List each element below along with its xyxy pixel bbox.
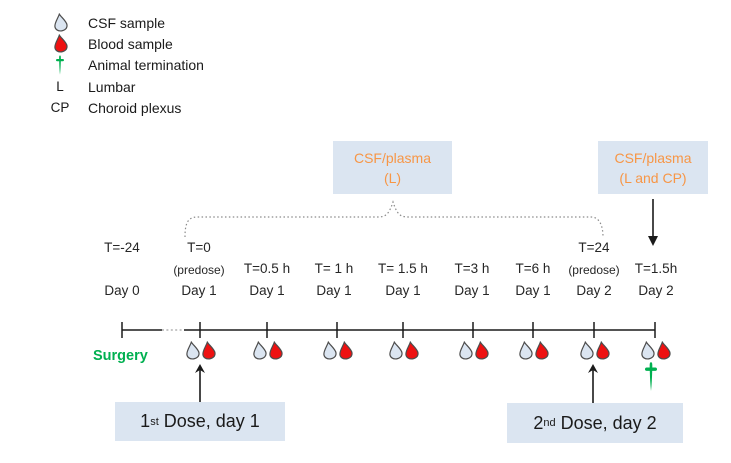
callout-line: CSF/plasma	[614, 149, 692, 166]
down-arrow-icon	[648, 199, 658, 246]
timeline-axis	[121, 322, 656, 338]
blood-sample-icon	[533, 340, 550, 361]
day-label: Day 2	[576, 283, 612, 298]
day-label: Day 1	[385, 283, 421, 298]
predose-label: (predose)	[568, 263, 620, 277]
day-label: Day 1	[515, 283, 551, 298]
legend-item-label: Blood sample	[88, 35, 173, 52]
csf-sample-icon	[578, 340, 595, 361]
t-label: T=6 h	[515, 261, 551, 276]
csf-plasma-l-cp-callout: CSF/plasma (L and CP)	[598, 141, 708, 194]
day-label: Day 1	[454, 283, 490, 298]
t-label: T=0.5 h	[243, 261, 291, 276]
blood-sample-icon	[267, 340, 284, 361]
t-label: T= 1 h	[314, 261, 354, 276]
dotted-brace	[184, 200, 604, 238]
timepoint-label: T= 1 h Day 1	[294, 240, 374, 303]
t-label: T=-24	[104, 240, 140, 255]
csf-plasma-l-callout: CSF/plasma (L)	[333, 141, 452, 194]
predose-label: (predose)	[173, 263, 225, 277]
csf-sample-icon	[321, 340, 338, 361]
csf-sample-icon	[387, 340, 404, 361]
blood-sample-icon	[594, 340, 611, 361]
csf-sample-icon	[184, 340, 201, 361]
t-label	[363, 240, 443, 261]
timepoint-label: T=24 (predose) Day 2	[554, 240, 634, 303]
timepoint-label: T=-24 Day 0	[82, 240, 162, 303]
legend-item: CSF sample	[40, 12, 165, 33]
callout-line: (L)	[383, 169, 402, 186]
day-label: Day 1	[316, 283, 352, 298]
t-label: T=0	[187, 240, 211, 255]
dose-text: Dose, day 2	[555, 412, 657, 433]
callout-line: (L and CP)	[619, 169, 687, 186]
day-label: Day 1	[249, 283, 285, 298]
dose-number: 1	[140, 411, 151, 431]
lumbar-abbr: L	[56, 79, 64, 94]
legend-item-label: Animal termination	[88, 56, 204, 73]
timepoint-label: T=1.5h Day 2	[616, 240, 696, 303]
t-label	[616, 240, 696, 261]
t-label: T= 1.5 h	[378, 261, 428, 276]
legend-item: L Lumbar	[40, 76, 135, 97]
csf-sample-icon	[639, 340, 656, 361]
legend-item: Animal termination	[40, 54, 204, 75]
t-label	[294, 240, 374, 261]
surgery-label: Surgery	[93, 348, 148, 364]
day-label: Day 1	[181, 283, 217, 298]
dose-text: Dose, day 1	[158, 411, 260, 431]
second-dose-arrow	[588, 364, 598, 403]
timepoint-label: T= 1.5 h Day 1	[363, 240, 443, 303]
csf-sample-icon	[517, 340, 534, 361]
timepoint-label: T=3 h Day 1	[432, 240, 512, 303]
csf-sample-icon	[251, 340, 268, 361]
t-label: T=24	[578, 240, 610, 255]
termination-cross-icon	[40, 55, 80, 75]
blood-sample-icon	[403, 340, 420, 361]
blood-sample-icon	[655, 340, 672, 361]
blood-sample-icon	[337, 340, 354, 361]
legend-item-label: Lumbar	[88, 78, 136, 95]
callout-line: CSF/plasma	[353, 149, 432, 166]
blood-sample-icon	[473, 340, 490, 361]
legend-item-label: CSF sample	[88, 14, 166, 31]
timepoint-label: T=6 h Day 1	[493, 240, 573, 303]
legend-item-label: Choroid plexus	[88, 99, 182, 116]
legend-item: CP Choroid plexus	[40, 97, 182, 118]
csf-sample-icon	[40, 12, 80, 33]
timepoint-label: T=0 (predose) Day 1	[159, 240, 239, 303]
dose-number: 2	[533, 412, 544, 433]
day-label: Day 0	[104, 283, 140, 298]
first-dose-arrow	[195, 364, 205, 403]
axis-ticks	[121, 322, 656, 338]
legend-item: Blood sample	[40, 33, 173, 54]
blood-sample-icon	[200, 340, 217, 361]
blood-sample-icon	[40, 33, 80, 54]
termination-cross-icon	[644, 362, 658, 391]
t-label	[82, 261, 162, 283]
csf-sample-icon	[457, 340, 474, 361]
t-label: T=3 h	[454, 261, 490, 276]
t-label: T=1.5h	[634, 261, 678, 276]
choroid-plexus-abbr: CP	[50, 100, 70, 115]
timepoint-label: T=0.5 h Day 1	[227, 240, 307, 303]
day-label: Day 2	[638, 283, 674, 298]
